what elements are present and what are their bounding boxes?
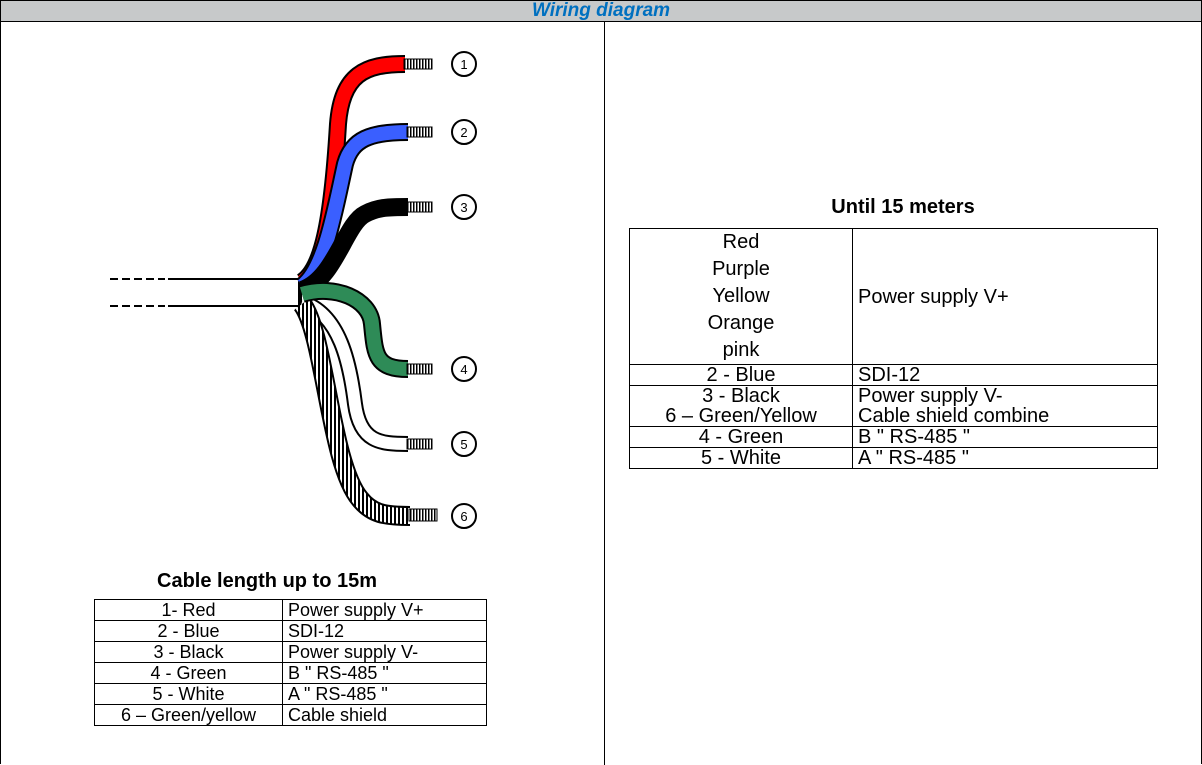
function-cell: B " RS-485 " bbox=[852, 426, 1158, 448]
wire-cell: 6 – Green/yellow bbox=[94, 704, 283, 726]
wire-color-line: Yellow bbox=[712, 285, 770, 307]
function-cell: Power supply V+ bbox=[852, 228, 1158, 365]
function-line: A " RS-485 " bbox=[858, 447, 969, 469]
function-line: Power supply V- bbox=[858, 385, 1003, 407]
wire-number-1: 1 bbox=[451, 51, 477, 77]
function-line: Power supply V+ bbox=[858, 285, 1009, 308]
wire-color-line: pink bbox=[722, 339, 760, 361]
wire-color-line: 2 - Blue bbox=[706, 364, 776, 386]
wire-cell: 2 - Blue bbox=[94, 620, 283, 642]
table-row: 2 - Blue SDI-12 bbox=[94, 620, 487, 642]
wire-cell: 4 - Green bbox=[629, 426, 853, 448]
function-line: Cable shield combine bbox=[858, 405, 1050, 427]
wire-number-6: 6 bbox=[451, 503, 477, 529]
wire-cell: 5 - White bbox=[94, 683, 283, 705]
table-row: 5 - White A " RS-485 " bbox=[629, 447, 1158, 469]
svg-text:2: 2 bbox=[460, 125, 467, 140]
table-row: Red Purple Yellow Orange pink Power supp… bbox=[629, 228, 1158, 365]
svg-text:1: 1 bbox=[460, 57, 467, 72]
wire-number-3: 3 bbox=[451, 194, 477, 220]
function-cell: A " RS-485 " bbox=[282, 683, 487, 705]
page-title: Wiring diagram bbox=[531, 0, 671, 21]
function-line: B " RS-485 " bbox=[858, 426, 971, 448]
wire-number-2: 2 bbox=[451, 119, 477, 145]
wire-color-line: 5 - White bbox=[700, 447, 782, 469]
wire-cell: 5 - White bbox=[629, 447, 853, 469]
function-cell: SDI-12 bbox=[282, 620, 487, 642]
wire-color-line: Purple bbox=[712, 258, 770, 280]
function-cell: SDI-12 bbox=[852, 364, 1158, 386]
svg-text:4: 4 bbox=[460, 362, 467, 377]
table-row: 6 – Green/yellow Cable shield bbox=[94, 704, 487, 726]
right-table-caption: Until 15 meters bbox=[831, 196, 975, 218]
wire-number-5: 5 bbox=[451, 431, 477, 457]
wire-number-4: 4 bbox=[451, 356, 477, 382]
wire-color-line: 3 - Black bbox=[702, 385, 780, 407]
function-cell: A " RS-485 " bbox=[852, 447, 1158, 469]
left-table-caption: Cable length up to 15m bbox=[157, 570, 378, 592]
table-row: 5 - White A " RS-485 " bbox=[94, 683, 487, 705]
function-cell: Power supply V- bbox=[282, 641, 487, 663]
table-row: 4 - Green B " RS-485 " bbox=[94, 662, 487, 684]
wire-color-line: Red bbox=[722, 231, 760, 253]
svg-text:3: 3 bbox=[460, 200, 467, 215]
wire-color-line: 4 - Green bbox=[698, 426, 784, 448]
wire-cell: 3 - Black 6 – Green/Yellow bbox=[629, 385, 853, 427]
wire-cell: 4 - Green bbox=[94, 662, 283, 684]
wire-cell: 2 - Blue bbox=[629, 364, 853, 386]
function-cell: Power supply V- Cable shield combine bbox=[852, 385, 1158, 427]
svg-text:5: 5 bbox=[460, 437, 467, 452]
table-row: 4 - Green B " RS-485 " bbox=[629, 426, 1158, 448]
wire-black bbox=[298, 198, 409, 299]
column-divider bbox=[604, 22, 605, 765]
function-line: SDI-12 bbox=[858, 364, 921, 386]
cable-jacket bbox=[110, 278, 302, 307]
left-wiring-table: 1- Red Power supply V+ 2 - Blue SDI-12 3… bbox=[94, 599, 487, 726]
wire-cell: Red Purple Yellow Orange pink bbox=[629, 228, 853, 365]
wire-color-line: Orange bbox=[707, 312, 775, 334]
title-bar: Wiring diagram bbox=[1, 1, 1201, 22]
table-row: 3 - Black 6 – Green/Yellow Power supply … bbox=[629, 385, 1158, 427]
wiring-diagram: 1 2 3 4 5 6 bbox=[110, 51, 477, 529]
table-row: 2 - Blue SDI-12 bbox=[629, 364, 1158, 386]
function-cell: Cable shield bbox=[282, 704, 487, 726]
table-row: 1- Red Power supply V+ bbox=[94, 599, 487, 621]
svg-text:6: 6 bbox=[460, 509, 467, 524]
wire-cell: 3 - Black bbox=[94, 641, 283, 663]
function-cell: B " RS-485 " bbox=[282, 662, 487, 684]
wire-color-line: 6 – Green/Yellow bbox=[665, 405, 817, 427]
right-wiring-table: Red Purple Yellow Orange pink Power supp… bbox=[629, 228, 1158, 469]
wire-cell: 1- Red bbox=[94, 599, 283, 621]
function-cell: Power supply V+ bbox=[282, 599, 487, 621]
table-row: 3 - Black Power supply V- bbox=[94, 641, 487, 663]
